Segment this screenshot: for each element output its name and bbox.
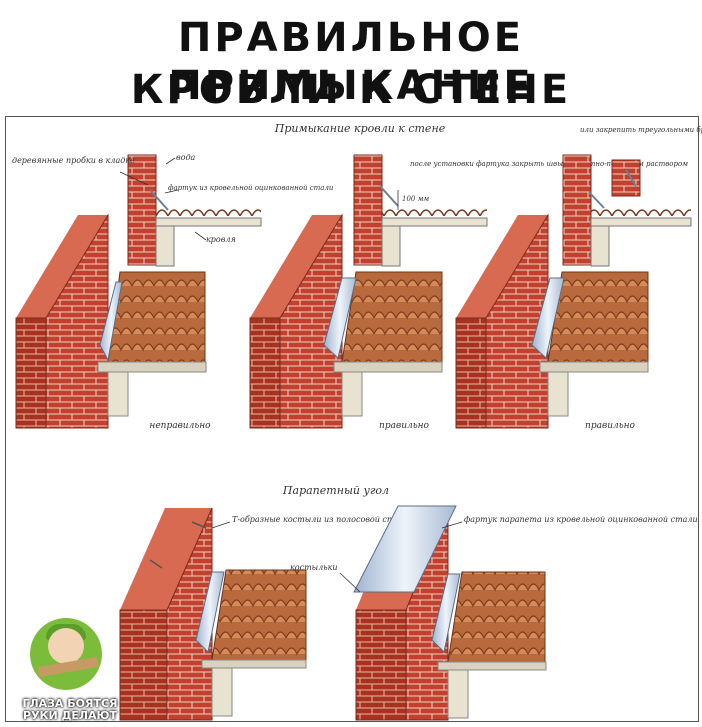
- section-detail-1: [120, 155, 261, 266]
- watermark-line-2: РУКИ ДЕЛАЮТ: [18, 710, 122, 722]
- label-crutches: костыльки: [290, 563, 338, 572]
- label-or-fix: или закрепить треугольными брусками: [580, 126, 702, 134]
- label-dim-100: 100 мм: [402, 195, 429, 203]
- label-apron: фартук из кровельной оцинкованной стали: [168, 184, 334, 192]
- view-right-2: [456, 215, 648, 428]
- section-title-wall-abutment: Примыкание кровли к стене: [274, 122, 446, 135]
- section-detail-2: [354, 155, 487, 266]
- section-title-parapet-corner: Парапетный угол: [282, 484, 389, 497]
- watermark-logo: /RUKI_SDELAYUT ГЛАЗА БОЯТСЯ РУКИ ДЕЛАЮТ: [18, 618, 122, 724]
- section-detail-3: [563, 155, 691, 266]
- label-roofing: кровля: [206, 235, 236, 244]
- watermark-handle: /RUKI_SDELAYUT: [40, 690, 100, 697]
- logo-face: [48, 628, 84, 664]
- view-parapet-crutches: [120, 508, 306, 720]
- view-wrong: [16, 215, 206, 428]
- caption-right-1: правильно: [379, 421, 430, 431]
- watermark-slogan: ГЛАЗА БОЯТСЯ РУКИ ДЕЛАЮТ: [18, 698, 122, 722]
- label-water: вода: [176, 153, 196, 162]
- label-parapet-apron: фартук парапета из кровельной оцинкованн…: [464, 515, 698, 524]
- label-t-crutches: Т-образные костыли из полосовой стали: [232, 515, 410, 524]
- view-parapet-apron: [340, 506, 546, 720]
- caption-right-2: правильно: [585, 421, 636, 431]
- label-after-install: после установки фартука закрыть швы цеме…: [410, 160, 688, 168]
- view-right-1: [250, 215, 442, 428]
- label-wood-plugs: деревянные пробки в кладке: [12, 156, 135, 165]
- caption-wrong: неправильно: [149, 421, 211, 431]
